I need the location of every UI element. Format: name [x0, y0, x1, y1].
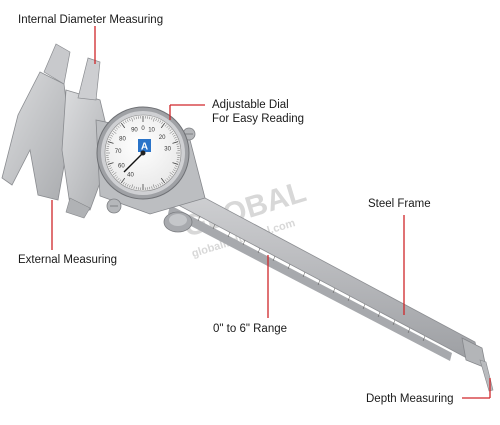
callout-steel-frame: Steel Frame [368, 197, 431, 211]
callout-dial-line2: For Easy Reading [212, 112, 304, 126]
dial-number: 80 [119, 137, 126, 143]
dial-hub [141, 151, 146, 156]
thumbwheel[interactable] [164, 212, 192, 232]
callout-internal-measuring: Internal Diameter Measuring [18, 13, 163, 27]
callout-external-measuring: External Measuring [18, 253, 117, 267]
fixed-jaw [2, 44, 70, 200]
dial-number: 40 [127, 173, 134, 179]
dial-number: 20 [159, 135, 166, 141]
dial-number: 90 [131, 128, 138, 134]
dial-number: 70 [115, 149, 122, 155]
callout-range: 0" to 6" Range [213, 322, 287, 336]
callout-dial-line1: Adjustable Dial [212, 98, 289, 112]
depth-rod [480, 360, 493, 391]
dial-number: 30 [164, 147, 171, 153]
dial-number: 60 [118, 164, 125, 170]
callout-depth-measuring: Depth Measuring [366, 392, 454, 406]
lock-screw[interactable] [107, 199, 121, 213]
dial-number: 10 [148, 128, 155, 134]
